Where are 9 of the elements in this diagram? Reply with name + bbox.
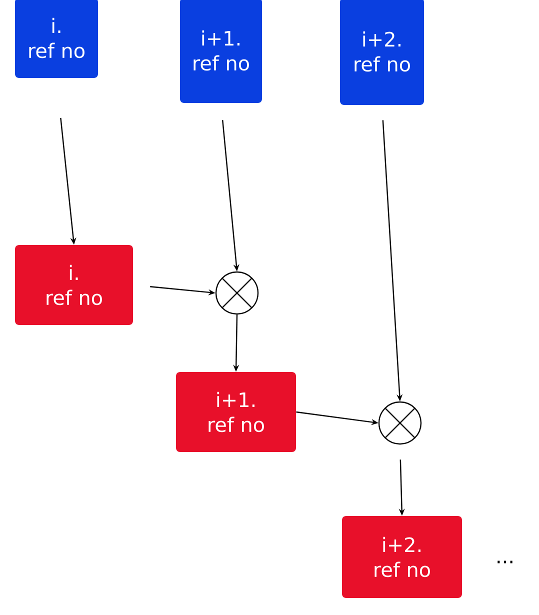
ellipsis: ...: [498, 560, 512, 564]
multiply-circle: [378, 401, 422, 445]
reference-box: i+2. ref no: [342, 516, 462, 598]
reference-box: i. ref no: [15, 0, 98, 78]
multiply-circle: [215, 271, 259, 315]
reference-box: i. ref no: [15, 245, 133, 325]
reference-box: i+2. ref no: [340, 0, 424, 105]
reference-box: i+1. ref no: [180, 0, 262, 103]
reference-box: i+1. ref no: [176, 372, 296, 452]
